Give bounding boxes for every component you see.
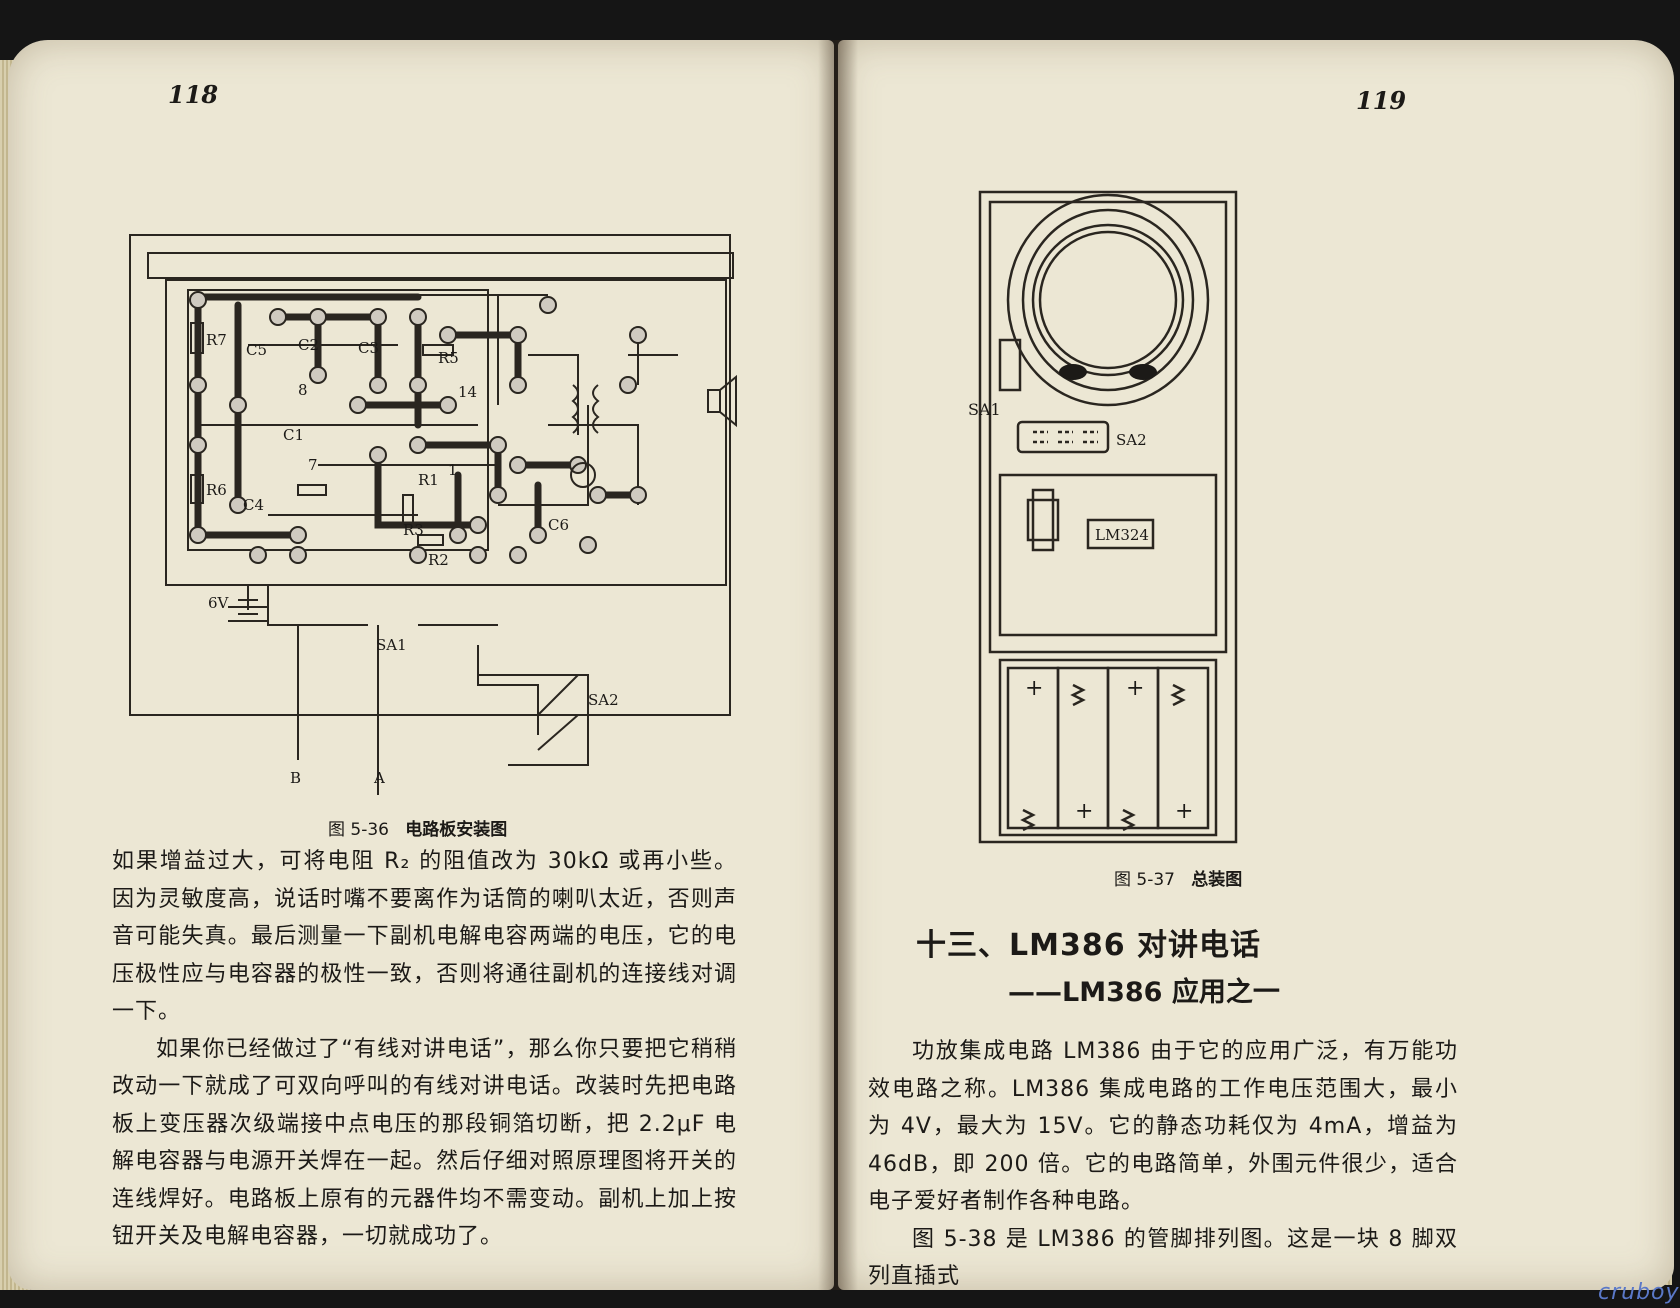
book-gutter [818, 40, 858, 1290]
paragraph: 如果你已经做过了“有线对讲电话”，那么你只要把它稍稍改动一下就成了可双向呼叫的有… [112, 1036, 737, 1250]
label-pin-14: 14 [458, 383, 477, 401]
label-pin-8: 8 [298, 381, 308, 399]
circuit-board-figure: R7 R6 R5 R1 R2 R3 C5 C2 C3 C1 C4 C6 8 14… [129, 234, 737, 795]
paragraph: 图 5-38 是 LM386 的管脚排列图。这是一块 8 脚双列直插式 [868, 1226, 1458, 1290]
label-c2: C2 [298, 336, 319, 354]
label-terminal-a: A [373, 769, 385, 787]
paragraph: 功放集成电路 LM386 由于它的应用广泛，有万能功效电路之称。LM386 集成… [868, 1039, 1458, 1214]
label-r2: R2 [428, 551, 449, 569]
figure-number: 图 5-36 [328, 820, 389, 840]
svg-text:+: + [1175, 799, 1193, 824]
label-c4: C4 [243, 496, 264, 514]
label-ic-lm324: LM324 [1095, 526, 1149, 544]
label-pin-1: 1 [448, 461, 458, 479]
label-sa1: SA1 [968, 400, 1001, 419]
label-r7: R7 [206, 331, 227, 349]
label-c5: C5 [246, 341, 267, 359]
page-number-118: 118 [168, 80, 219, 109]
figure-caption-5-37: 图 5-37 总装图 [1114, 865, 1242, 890]
left-body-text: 如果增益过大，可将电阻 R₂ 的阻值改为 30kΩ 或再小些。因为灵敏度高，说话… [112, 843, 737, 1256]
watermark: cruboy [1598, 1280, 1680, 1305]
label-c1: C1 [283, 426, 304, 444]
label-r5: R5 [438, 349, 459, 367]
right-page: 119 [838, 40, 1674, 1290]
figure-number: 图 5-37 [1114, 870, 1175, 890]
label-terminal-b: B [290, 769, 301, 787]
label-r6: R6 [206, 481, 227, 499]
label-pin-7: 7 [308, 456, 318, 474]
page-number-119: 119 [1356, 86, 1407, 115]
label-r3: R3 [403, 521, 424, 539]
label-sa2: SA2 [1116, 431, 1147, 449]
section-subtitle: ——LM386 应用之一 [1008, 977, 1280, 1008]
label-c6: C6 [548, 516, 569, 534]
right-body-text: 功放集成电路 LM386 由于它的应用广泛，有万能功效电路之称。LM386 集成… [868, 1033, 1458, 1296]
assembly-figure: + + + + LM324 SA2 [978, 190, 1238, 844]
label-sa1: SA1 [376, 636, 407, 654]
section-title: 十三、LM386 对讲电话 [916, 928, 1262, 963]
left-page: 118 [8, 40, 834, 1290]
svg-text:+: + [1075, 799, 1093, 824]
label-r1: R1 [418, 471, 439, 489]
svg-text:+: + [1025, 676, 1043, 701]
paragraph: 如果增益过大，可将电阻 R₂ 的阻值改为 30kΩ 或再小些。因为灵敏度高，说话… [112, 849, 737, 1024]
label-c3: C3 [358, 339, 379, 357]
figure-caption-5-36: 图 5-36 电路板安装图 [328, 815, 507, 840]
figure-title: 总装图 [1191, 870, 1243, 890]
label-battery: 6V [208, 594, 230, 612]
label-sa2: SA2 [588, 691, 619, 709]
figure-title: 电路板安装图 [405, 820, 508, 840]
svg-text:+: + [1126, 676, 1144, 701]
